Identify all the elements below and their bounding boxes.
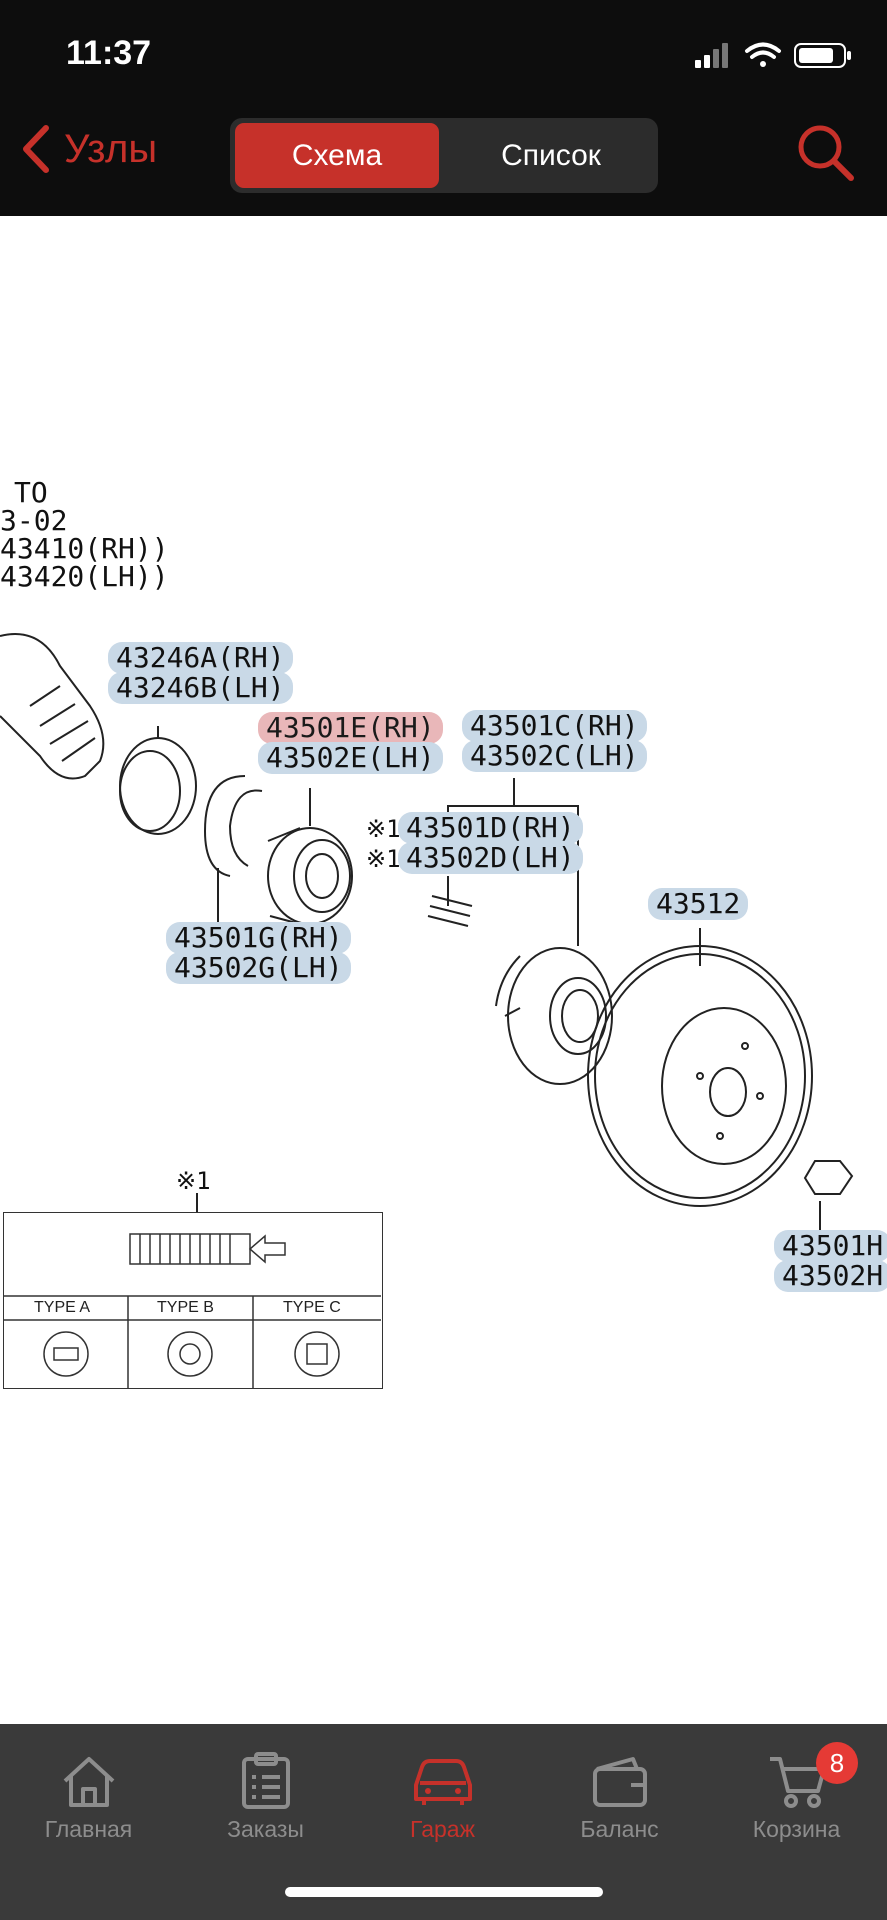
back-label: Узлы [64,126,158,171]
drive-shaft-drawing [0,633,105,780]
type-c-head-drawing [294,1331,340,1377]
tab-balance-label: Баланс [580,1816,659,1842]
part-label-43501h[interactable]: 43501H [774,1230,887,1262]
home-indicator [285,1887,603,1897]
brake-rotor-drawing [587,945,813,1207]
cart-badge: 8 [816,1742,858,1784]
part-label-43501c[interactable]: 43501C(RH) [462,710,647,742]
stud-drawing [129,1233,251,1265]
hub-nut-drawing [803,1160,854,1195]
hub-bolt-drawing [427,895,473,927]
chevron-left-icon [23,125,49,173]
stud-type-table [3,1212,383,1389]
home-icon [63,1757,114,1807]
note-mark-table: ※1 [176,1167,211,1195]
search-button[interactable] [795,122,857,189]
type-a-label: TYPE A [34,1299,91,1316]
parts-diagram: TO 3-02 43410(RH)) 43420(LH)) 43246A(RH)… [0,216,887,1724]
part-label-43502c[interactable]: 43502C(LH) [462,740,647,772]
tab-home[interactable]: Главная [0,1746,177,1843]
signal-icon [695,43,728,68]
note-mark-2: ※1 [366,845,401,873]
tab-garage[interactable]: Гараж [354,1746,531,1843]
header-line-2: 3-02 [0,504,68,537]
type-c-label: TYPE C [283,1299,341,1316]
status-icons [695,40,855,75]
view-segmented-control: Схема Список [230,118,658,193]
tab-garage-label: Гараж [410,1816,475,1842]
back-button[interactable]: Узлы [18,124,157,174]
arrow-drawing [248,1234,286,1264]
type-a-head-drawing [43,1331,89,1377]
header-line-1: TO [14,476,48,509]
type-b-label: TYPE B [157,1299,214,1316]
note-mark-1: ※1 [366,815,401,843]
header-line-3: 43410(RH)) [0,532,169,565]
part-label-43246b[interactable]: 43246B(LH) [108,672,293,704]
tab-cart[interactable]: Корзина 8 [708,1742,885,1843]
tab-cart-label: Корзина [752,1816,841,1842]
part-label-43502e[interactable]: 43502E(LH) [258,742,443,774]
part-label-43502g[interactable]: 43502G(LH) [166,952,351,984]
part-label-43246a[interactable]: 43246A(RH) [108,642,293,674]
part-label-43501d[interactable]: 43501D(RH) [398,812,583,844]
clipboard-icon [241,1752,290,1809]
top-bar: 11:37 Узлы Схема [0,0,887,216]
header-line-4: 43420(LH)) [0,560,169,593]
hub-drawing [507,947,613,1085]
snap-ring-drawing [203,775,263,877]
part-label-43501e[interactable]: 43501E(RH) [258,712,443,744]
part-label-43512[interactable]: 43512 [648,888,749,920]
car-icon [413,1759,472,1805]
tab-orders-label: Заказы [227,1816,304,1842]
type-b-head-drawing [167,1331,213,1377]
search-icon [798,125,854,181]
part-label-43501g[interactable]: 43501G(RH) [166,922,351,954]
segment-list[interactable]: Список [501,138,601,172]
wallet-icon [592,1757,647,1807]
part-label-43502h[interactable]: 43502H [774,1260,887,1292]
diagram-drawing [0,633,854,1388]
wifi-icon [745,42,781,67]
tab-home-label: Главная [44,1816,133,1842]
battery-icon [794,43,851,68]
tab-balance[interactable]: Баланс [531,1746,708,1843]
part-label-43502d[interactable]: 43502D(LH) [398,842,583,874]
tab-orders[interactable]: Заказы [177,1746,354,1843]
status-time: 11:37 [66,34,152,72]
segment-scheme[interactable]: Схема [235,123,439,188]
